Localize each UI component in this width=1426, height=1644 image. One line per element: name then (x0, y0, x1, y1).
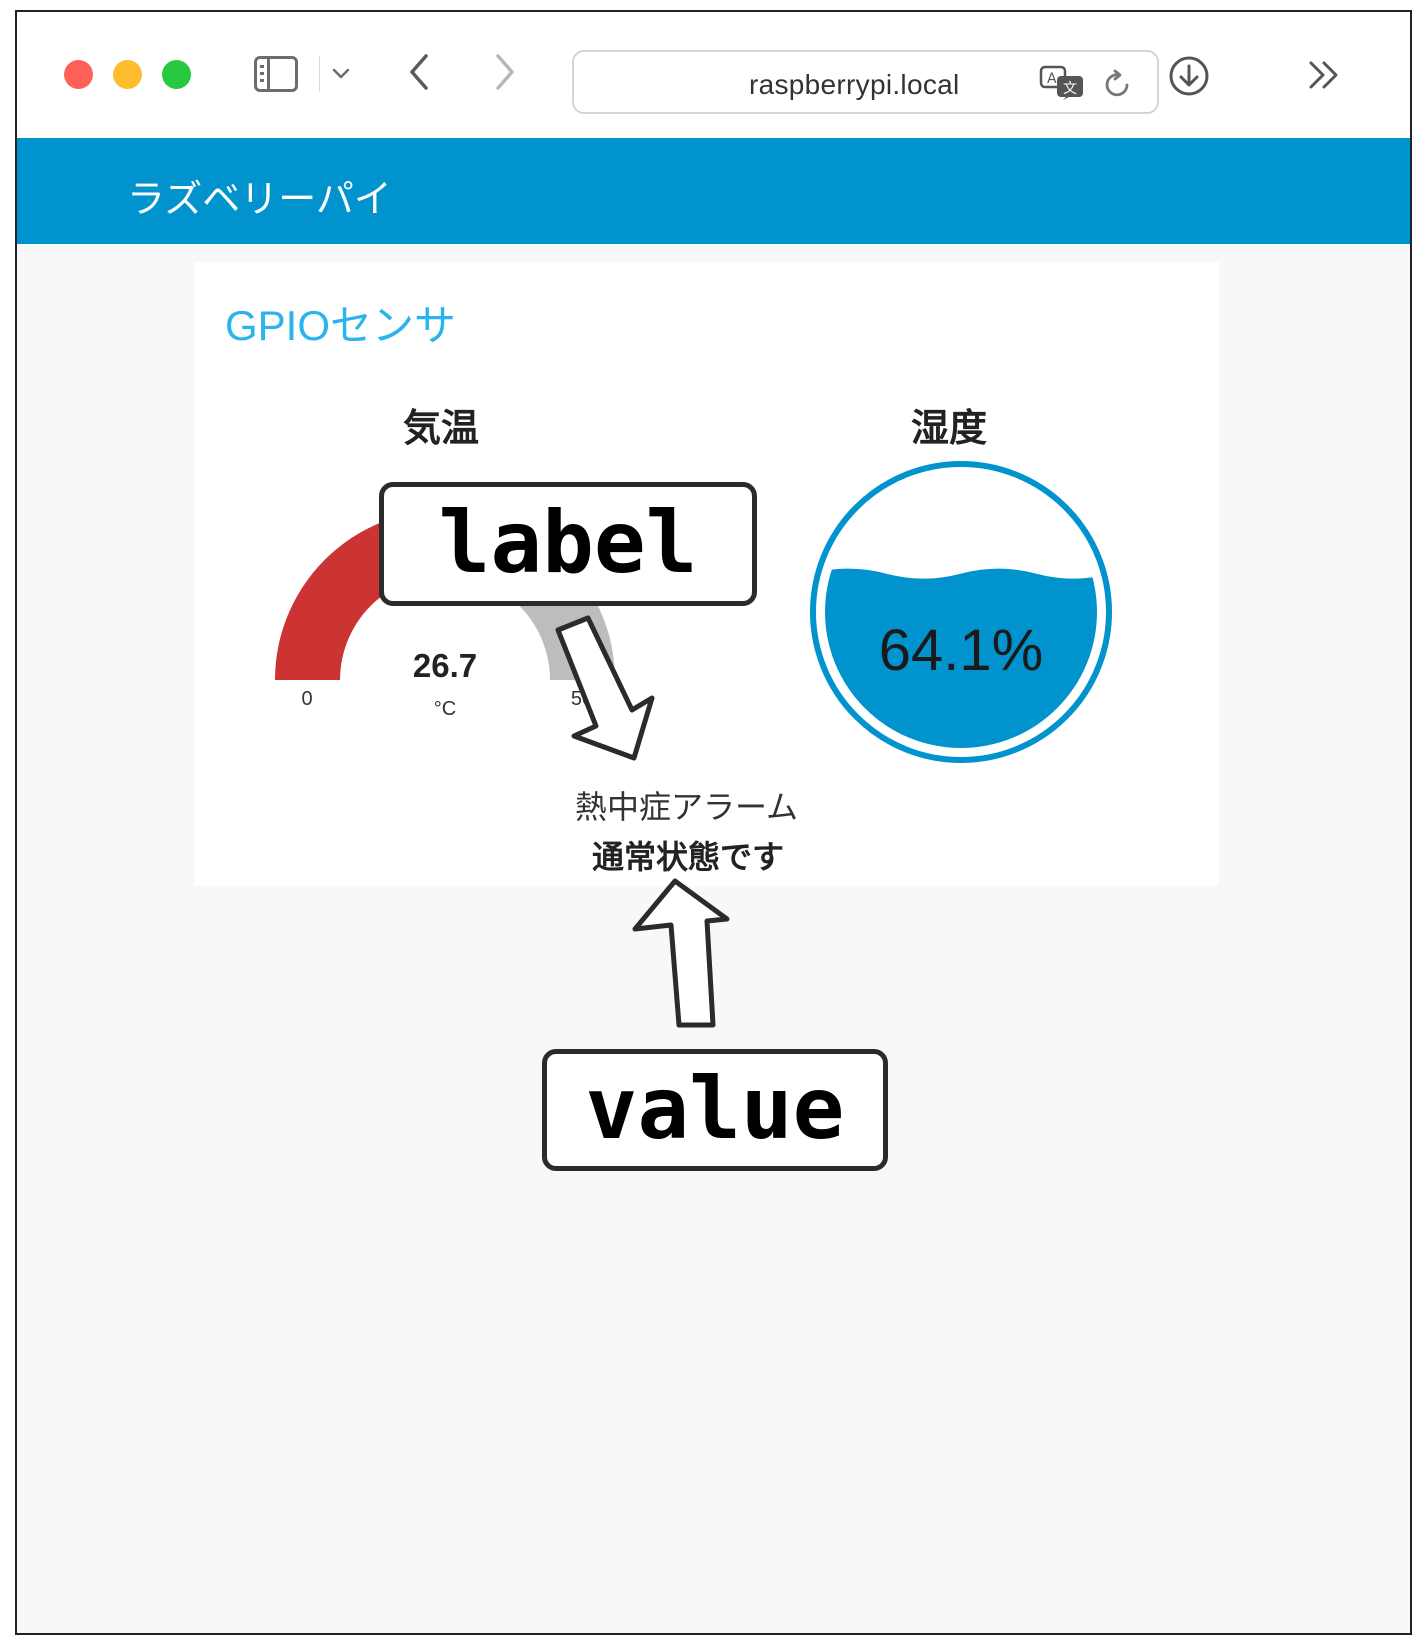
svg-text:A: A (1047, 71, 1057, 87)
label-annotation-text: label (438, 493, 698, 593)
address-bar[interactable]: raspberrypi.local A 文 (572, 50, 1159, 114)
temperature-title: 気温 (403, 406, 480, 450)
alarm-value: 通常状態です (592, 838, 785, 876)
card-title: GPIOセンサ (225, 302, 457, 349)
label-annotation: label (379, 482, 757, 606)
value-annotation-text: value (585, 1059, 845, 1159)
humidity-liquid-gauge: 64.1% (810, 461, 1112, 763)
forward-icon[interactable] (493, 52, 517, 92)
gauge-min-label: 0 (301, 688, 312, 710)
liquid-gauge-ring (810, 461, 1112, 763)
humidity-value: 64.1% (879, 618, 1043, 683)
download-icon[interactable] (1168, 55, 1210, 97)
sidebar-icon[interactable] (254, 56, 298, 92)
url-text[interactable]: raspberrypi.local (749, 69, 960, 100)
chevron-down-icon[interactable] (331, 67, 351, 81)
toolbar-divider (319, 56, 320, 92)
zoom-window-button[interactable] (162, 60, 191, 89)
alarm-label: 熱中症アラーム (575, 788, 799, 826)
reload-icon[interactable] (1101, 68, 1133, 100)
minimize-window-button[interactable] (113, 60, 142, 89)
app-title: ラズベリーパイ (127, 177, 392, 221)
browser-toolbar: raspberrypi.local A 文 (17, 12, 1410, 139)
back-icon[interactable] (407, 52, 431, 92)
gauge-value: 26.7 (413, 647, 477, 684)
value-annotation: value (542, 1049, 888, 1171)
app-header: ラズベリーパイ (17, 138, 1410, 244)
svg-text:文: 文 (1063, 81, 1077, 97)
humidity-title: 湿度 (911, 406, 988, 450)
liquid-fill (825, 568, 1097, 748)
more-icon[interactable] (1307, 60, 1341, 90)
gauge-unit: °C (434, 698, 456, 720)
translate-icon[interactable]: A 文 (1039, 65, 1087, 103)
browser-window: raspberrypi.local A 文 ラズベリーパイ GPIOセンサ (15, 10, 1412, 1635)
close-window-button[interactable] (64, 60, 93, 89)
up-arrow-annotation (632, 878, 730, 1028)
down-arrow-annotation (555, 615, 655, 761)
sensor-card: GPIOセンサ 気温 26.7 °C 0 50 湿度 64.1% 熱中症アラーム… (195, 262, 1219, 886)
